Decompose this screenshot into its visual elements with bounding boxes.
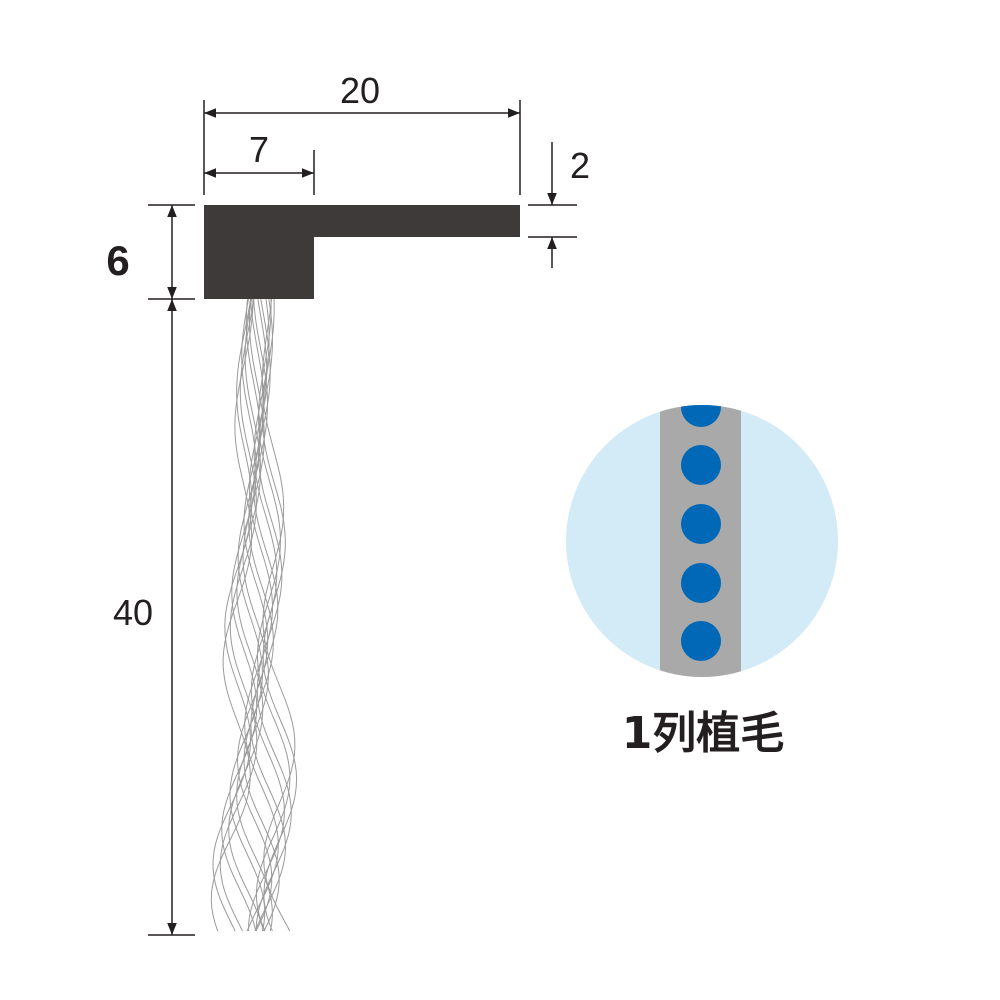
bristle-strand [248, 298, 285, 932]
dimension-7 [204, 150, 315, 195]
dimension-6 [148, 204, 195, 300]
bristle-dot [681, 563, 721, 603]
bristle-strand [256, 298, 291, 932]
brush-holder [204, 205, 520, 299]
bristle-strand [228, 298, 264, 932]
bristle-dot [681, 405, 721, 427]
dimension-20 [203, 100, 521, 195]
dimension-2 [528, 142, 577, 268]
dimension-40-label: 40 [113, 592, 153, 633]
bristle-dot [681, 445, 721, 485]
detail-caption: 1列植毛 [622, 708, 785, 759]
bristle-strand [236, 298, 273, 932]
bristle-strand [221, 298, 258, 932]
dimension-6-label: 6 [106, 237, 129, 284]
dimension-20-label: 20 [340, 70, 380, 111]
bristles [210, 298, 298, 932]
dimension-2-label: 2 [570, 145, 590, 186]
dimension-7-label: 7 [249, 129, 269, 170]
bristle-dot [681, 621, 721, 661]
bristle-dot [681, 504, 721, 544]
bristle-strand [261, 298, 296, 932]
bristle-strand [229, 298, 266, 932]
dimension-40 [148, 299, 195, 936]
row-detail [566, 405, 838, 677]
bristle-strand [210, 298, 254, 932]
